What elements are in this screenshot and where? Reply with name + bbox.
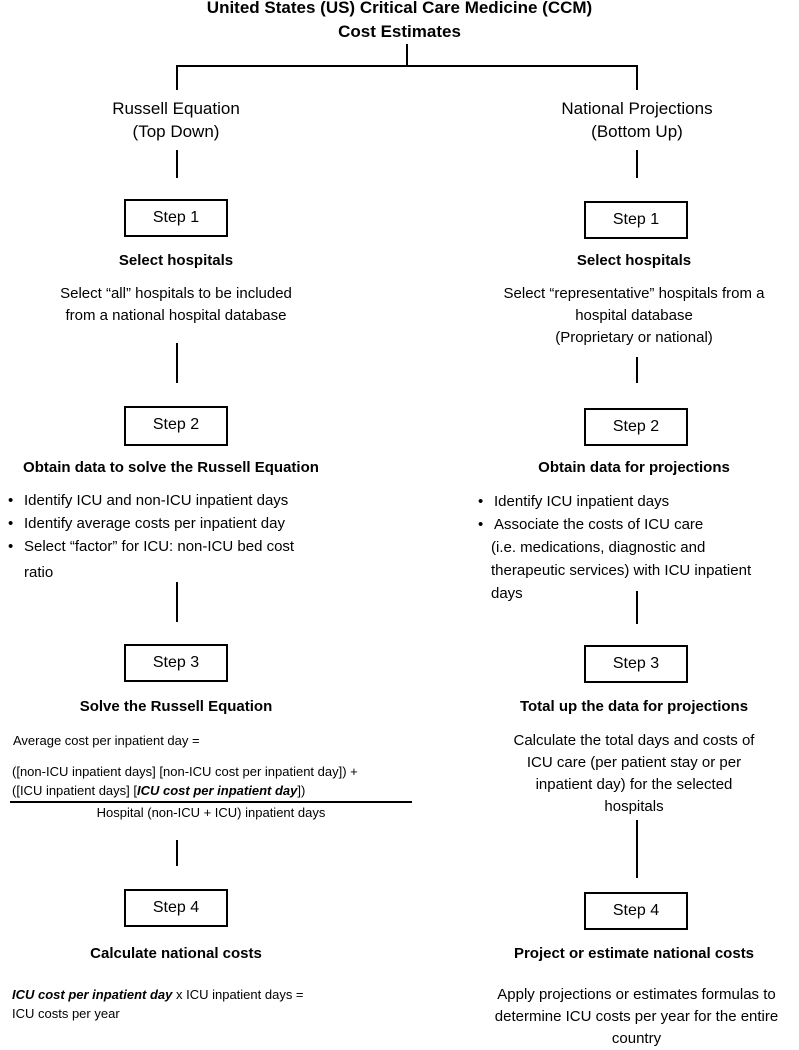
right-step3-desc-line2: ICU care (per patient stay or per <box>526 754 742 771</box>
right-step2-continuation-line: days <box>491 585 523 602</box>
left-step1-box: Step 1 <box>124 199 228 237</box>
left-step4-heading: Calculate national costs <box>90 945 262 962</box>
left-step1-desc-line1: Select “all” hospitals to be included <box>60 285 292 302</box>
right-step4-desc-line2: determine ICU costs per year for the ent… <box>494 1008 779 1025</box>
left-step1-heading: Select hospitals <box>118 252 234 269</box>
right-branch-header: National Projections (Bottom Up) <box>517 97 757 143</box>
equation-intro: Average cost per inpatient day = <box>13 733 200 748</box>
right-step1-heading: Select hospitals <box>576 252 692 269</box>
right-step2-continuation-line: therapeutic services) with ICU inpatient <box>491 562 752 579</box>
right-step3-heading: Total up the data for projections <box>519 698 749 715</box>
left-step4-box: Step 4 <box>124 889 228 927</box>
right-step4-description: Apply projections or estimates formulas … <box>464 984 799 1050</box>
right-step3-box: Step 3 <box>584 645 688 683</box>
right-step2-bullet: Identify ICU inpatient days <box>476 490 798 513</box>
right-step2-bullet-continuation: (i.e. medications, diagnostic and therap… <box>491 536 751 605</box>
right-connector-to-step3 <box>636 591 638 624</box>
left-step2-heading: Obtain data to solve the Russell Equatio… <box>23 459 319 476</box>
title-line-2: Cost Estimates <box>338 22 461 41</box>
equation-fraction-bar <box>10 801 412 803</box>
right-branch-subtitle: (Bottom Up) <box>591 122 683 141</box>
equation-denominator: Hospital (non-ICU + ICU) inpatient days <box>96 805 326 820</box>
right-step2-bullets: Identify ICU inpatient days Associate th… <box>476 490 798 536</box>
diagram-title: United States (US) Critical Care Medicin… <box>0 0 799 44</box>
left-step3-heading: Solve the Russell Equation <box>79 698 273 715</box>
right-step2-heading: Obtain data for projections <box>538 459 730 476</box>
right-connector-to-step2 <box>636 357 638 383</box>
left-step3-box: Step 3 <box>124 644 228 682</box>
left-branch-drop <box>176 65 178 90</box>
left-branch-header: Russell Equation (Top Down) <box>76 97 276 143</box>
right-step3-description: Calculate the total days and costs of IC… <box>469 730 799 818</box>
equation-numerator: ([non-ICU inpatient days] [non-ICU cost … <box>12 762 412 800</box>
result-line1-rest: x ICU inpatient days = <box>172 987 304 1002</box>
left-step2-bullet: Identify average costs per inpatient day <box>6 512 346 535</box>
right-step2-box: Step 2 <box>584 408 688 446</box>
left-step2-bullets: Identify ICU and non-ICU inpatient days … <box>6 489 346 558</box>
right-step1-desc-line1: Select “representative” hospitals from a <box>503 285 765 302</box>
left-connector-to-step3 <box>176 582 178 622</box>
right-step3-desc-line3: inpatient day) for the selected <box>535 776 733 793</box>
left-connector-to-step2 <box>176 343 178 383</box>
right-branch-title: National Projections <box>561 99 713 118</box>
right-connector-to-step4 <box>636 820 638 878</box>
left-step1-description: Select “all” hospitals to be included fr… <box>6 283 346 327</box>
left-step4-result-line2: ICU costs per year <box>12 1006 120 1021</box>
right-step3-desc-line1: Calculate the total days and costs of <box>513 732 755 749</box>
right-step2-continuation-line: (i.e. medications, diagnostic and <box>491 539 706 556</box>
left-step2-bullet: Identify ICU and non-ICU inpatient days <box>6 489 346 512</box>
right-step1-description: Select “representative” hospitals from a… <box>464 283 799 349</box>
left-step2-bullet: Select “factor” for ICU: non-ICU bed cos… <box>6 535 346 558</box>
left-branch-title: Russell Equation <box>112 99 240 118</box>
left-step4-result: ICU cost per inpatient day x ICU inpatie… <box>12 985 304 1023</box>
right-step4-box: Step 4 <box>584 892 688 930</box>
equation-numerator-line2-pre: ([ICU inpatient days] [ <box>12 783 137 798</box>
result-icu-cost-term: ICU cost per inpatient day <box>12 987 173 1002</box>
left-step4-result-line1: ICU cost per inpatient day x ICU inpatie… <box>12 985 304 1004</box>
equation-numerator-line2: ([ICU inpatient days] [ICU cost per inpa… <box>12 781 412 800</box>
left-step1-desc-line2: from a national hospital database <box>65 307 287 324</box>
left-connector-to-step1 <box>176 150 178 178</box>
title-line-1: United States (US) Critical Care Medicin… <box>206 0 593 17</box>
right-branch-drop <box>636 65 638 90</box>
right-step4-desc-line3: country <box>611 1030 662 1047</box>
left-branch-subtitle: (Top Down) <box>132 122 220 141</box>
left-step2-box: Step 2 <box>124 406 228 446</box>
right-step1-desc-line3: (Proprietary or national) <box>555 329 713 346</box>
branch-split-line <box>176 65 638 67</box>
equation-numerator-line2-post: ]) <box>297 783 306 798</box>
right-step4-heading: Project or estimate national costs <box>513 945 755 962</box>
right-step2-bullet: Associate the costs of ICU care <box>476 513 798 536</box>
right-step4-desc-line1: Apply projections or estimates formulas … <box>497 986 776 1003</box>
right-connector-to-step1 <box>636 150 638 178</box>
right-step1-desc-line2: hospital database <box>575 307 693 324</box>
title-connector <box>406 44 408 66</box>
left-step2-bullet-continuation: ratio <box>24 564 54 581</box>
right-step3-desc-line4: hospitals <box>604 798 664 815</box>
equation-numerator-line1: ([non-ICU inpatient days] [non-ICU cost … <box>12 764 358 779</box>
equation-icu-cost-term: ICU cost per inpatient day <box>137 783 298 798</box>
left-connector-to-step4 <box>176 840 178 866</box>
right-step1-box: Step 1 <box>584 201 688 239</box>
